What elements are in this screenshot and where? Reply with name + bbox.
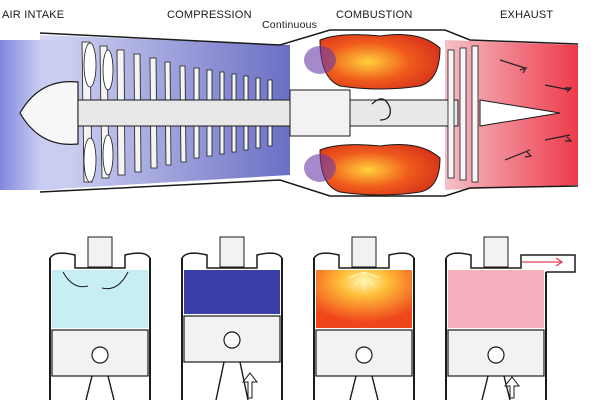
spark-icon [347, 271, 381, 290]
engine-shaft [77, 99, 459, 127]
spark-plug-1 [87, 236, 113, 268]
flow-arrows [499, 59, 573, 161]
stage-label-exhaust: EXHAUST [500, 9, 554, 21]
engine-casing-bottom [39, 179, 579, 197]
spark-plug-4 [483, 236, 509, 268]
spark-plug-3 [351, 236, 377, 268]
jet-engine [0, 29, 579, 197]
intake-flow-arrows [62, 271, 129, 290]
stage-label-air-intake: AIR INTAKE [2, 9, 65, 21]
cylinder-intake [49, 236, 151, 400]
intake-charge [52, 270, 148, 328]
combustion-chamber-top [319, 34, 441, 90]
compressed-charge [184, 270, 280, 314]
cylinder-combustion [313, 236, 415, 400]
rotation-arrow-icon [371, 98, 391, 121]
combustion-chamber-bottom [319, 144, 441, 196]
mixing-zone-top [304, 46, 336, 74]
spark-plug-2 [219, 236, 245, 268]
cylinder-exhaust [445, 236, 576, 400]
exhaust-cone [479, 99, 561, 127]
stage-label-continuous: Continuous [262, 19, 318, 31]
stage-label-compression: COMPRESSION [167, 9, 252, 21]
cylinder-compression [181, 236, 283, 400]
mixing-zone-bottom [304, 154, 336, 182]
turbine-blades [447, 45, 479, 183]
up-arrow-icon [241, 372, 259, 399]
engine-casing-top [39, 29, 579, 46]
up-arrow-icon [503, 376, 521, 399]
fan-blades [83, 42, 114, 183]
shaft-housing [289, 89, 351, 137]
exhaust-gases [448, 270, 544, 328]
exhaust-out-arrow-icon [522, 257, 564, 267]
stage-label-combustion: COMBUSTION [336, 9, 413, 21]
